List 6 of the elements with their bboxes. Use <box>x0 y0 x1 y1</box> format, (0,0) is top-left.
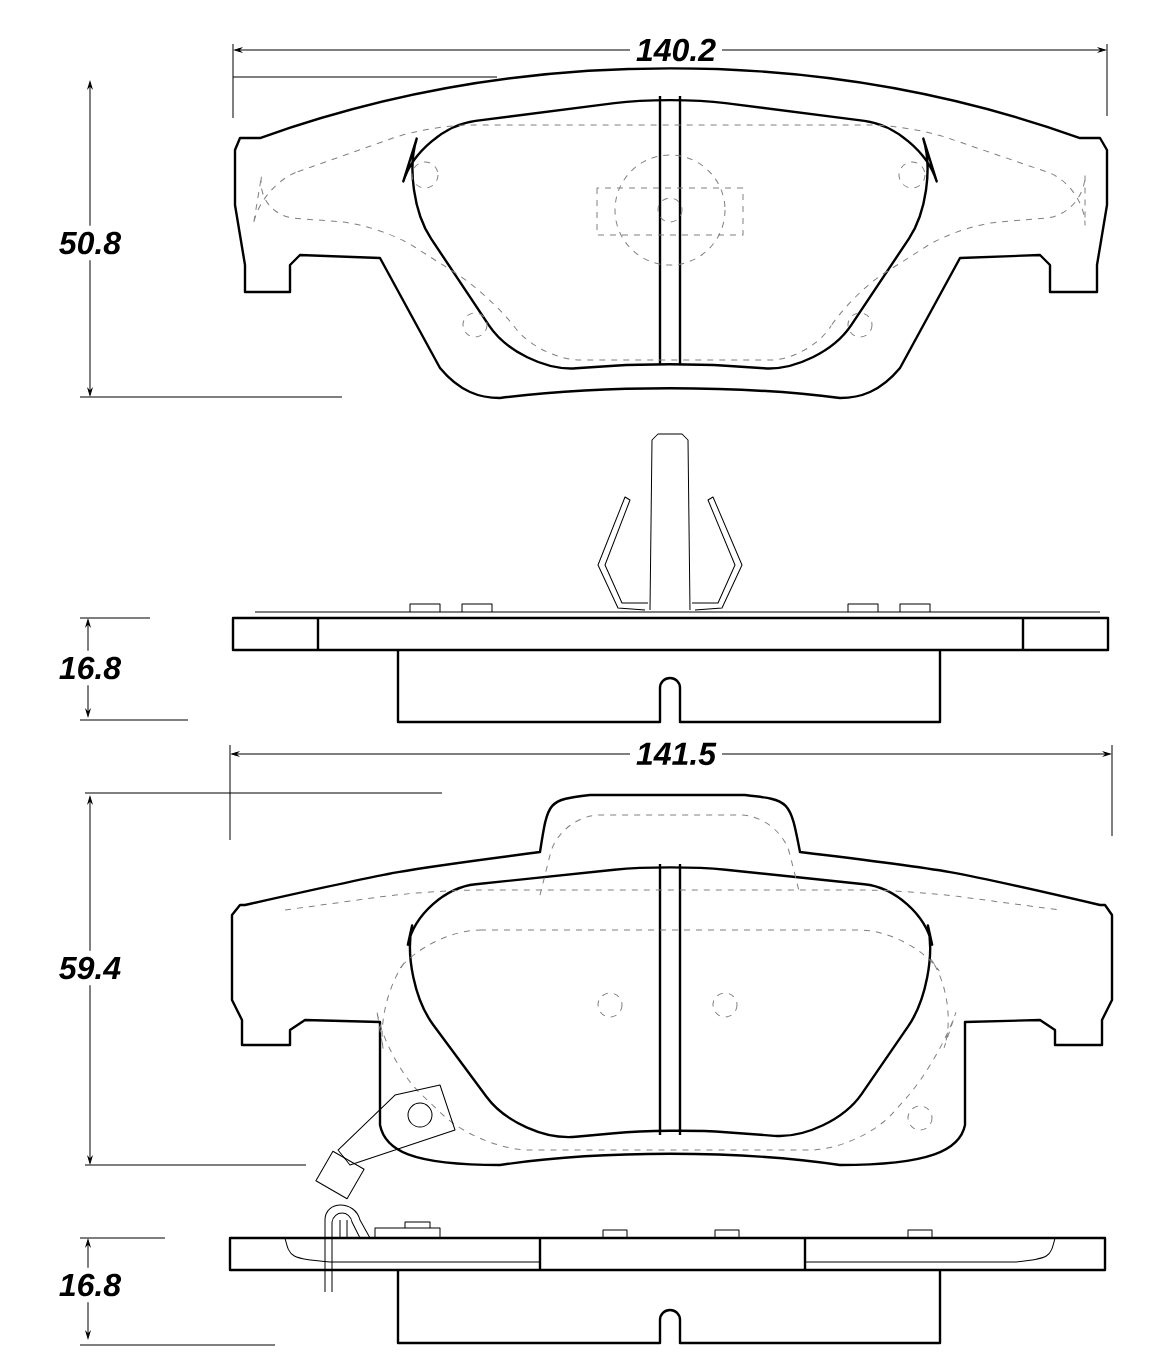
dimension-label: 16.8 <box>52 1267 128 1303</box>
dimension-label: 141.5 <box>629 736 723 772</box>
dimension-label: 50.8 <box>52 225 128 261</box>
dimension-label: 59.4 <box>52 950 128 986</box>
dimension-label: 140.2 <box>629 32 723 68</box>
dimension-label: 16.8 <box>52 650 128 686</box>
